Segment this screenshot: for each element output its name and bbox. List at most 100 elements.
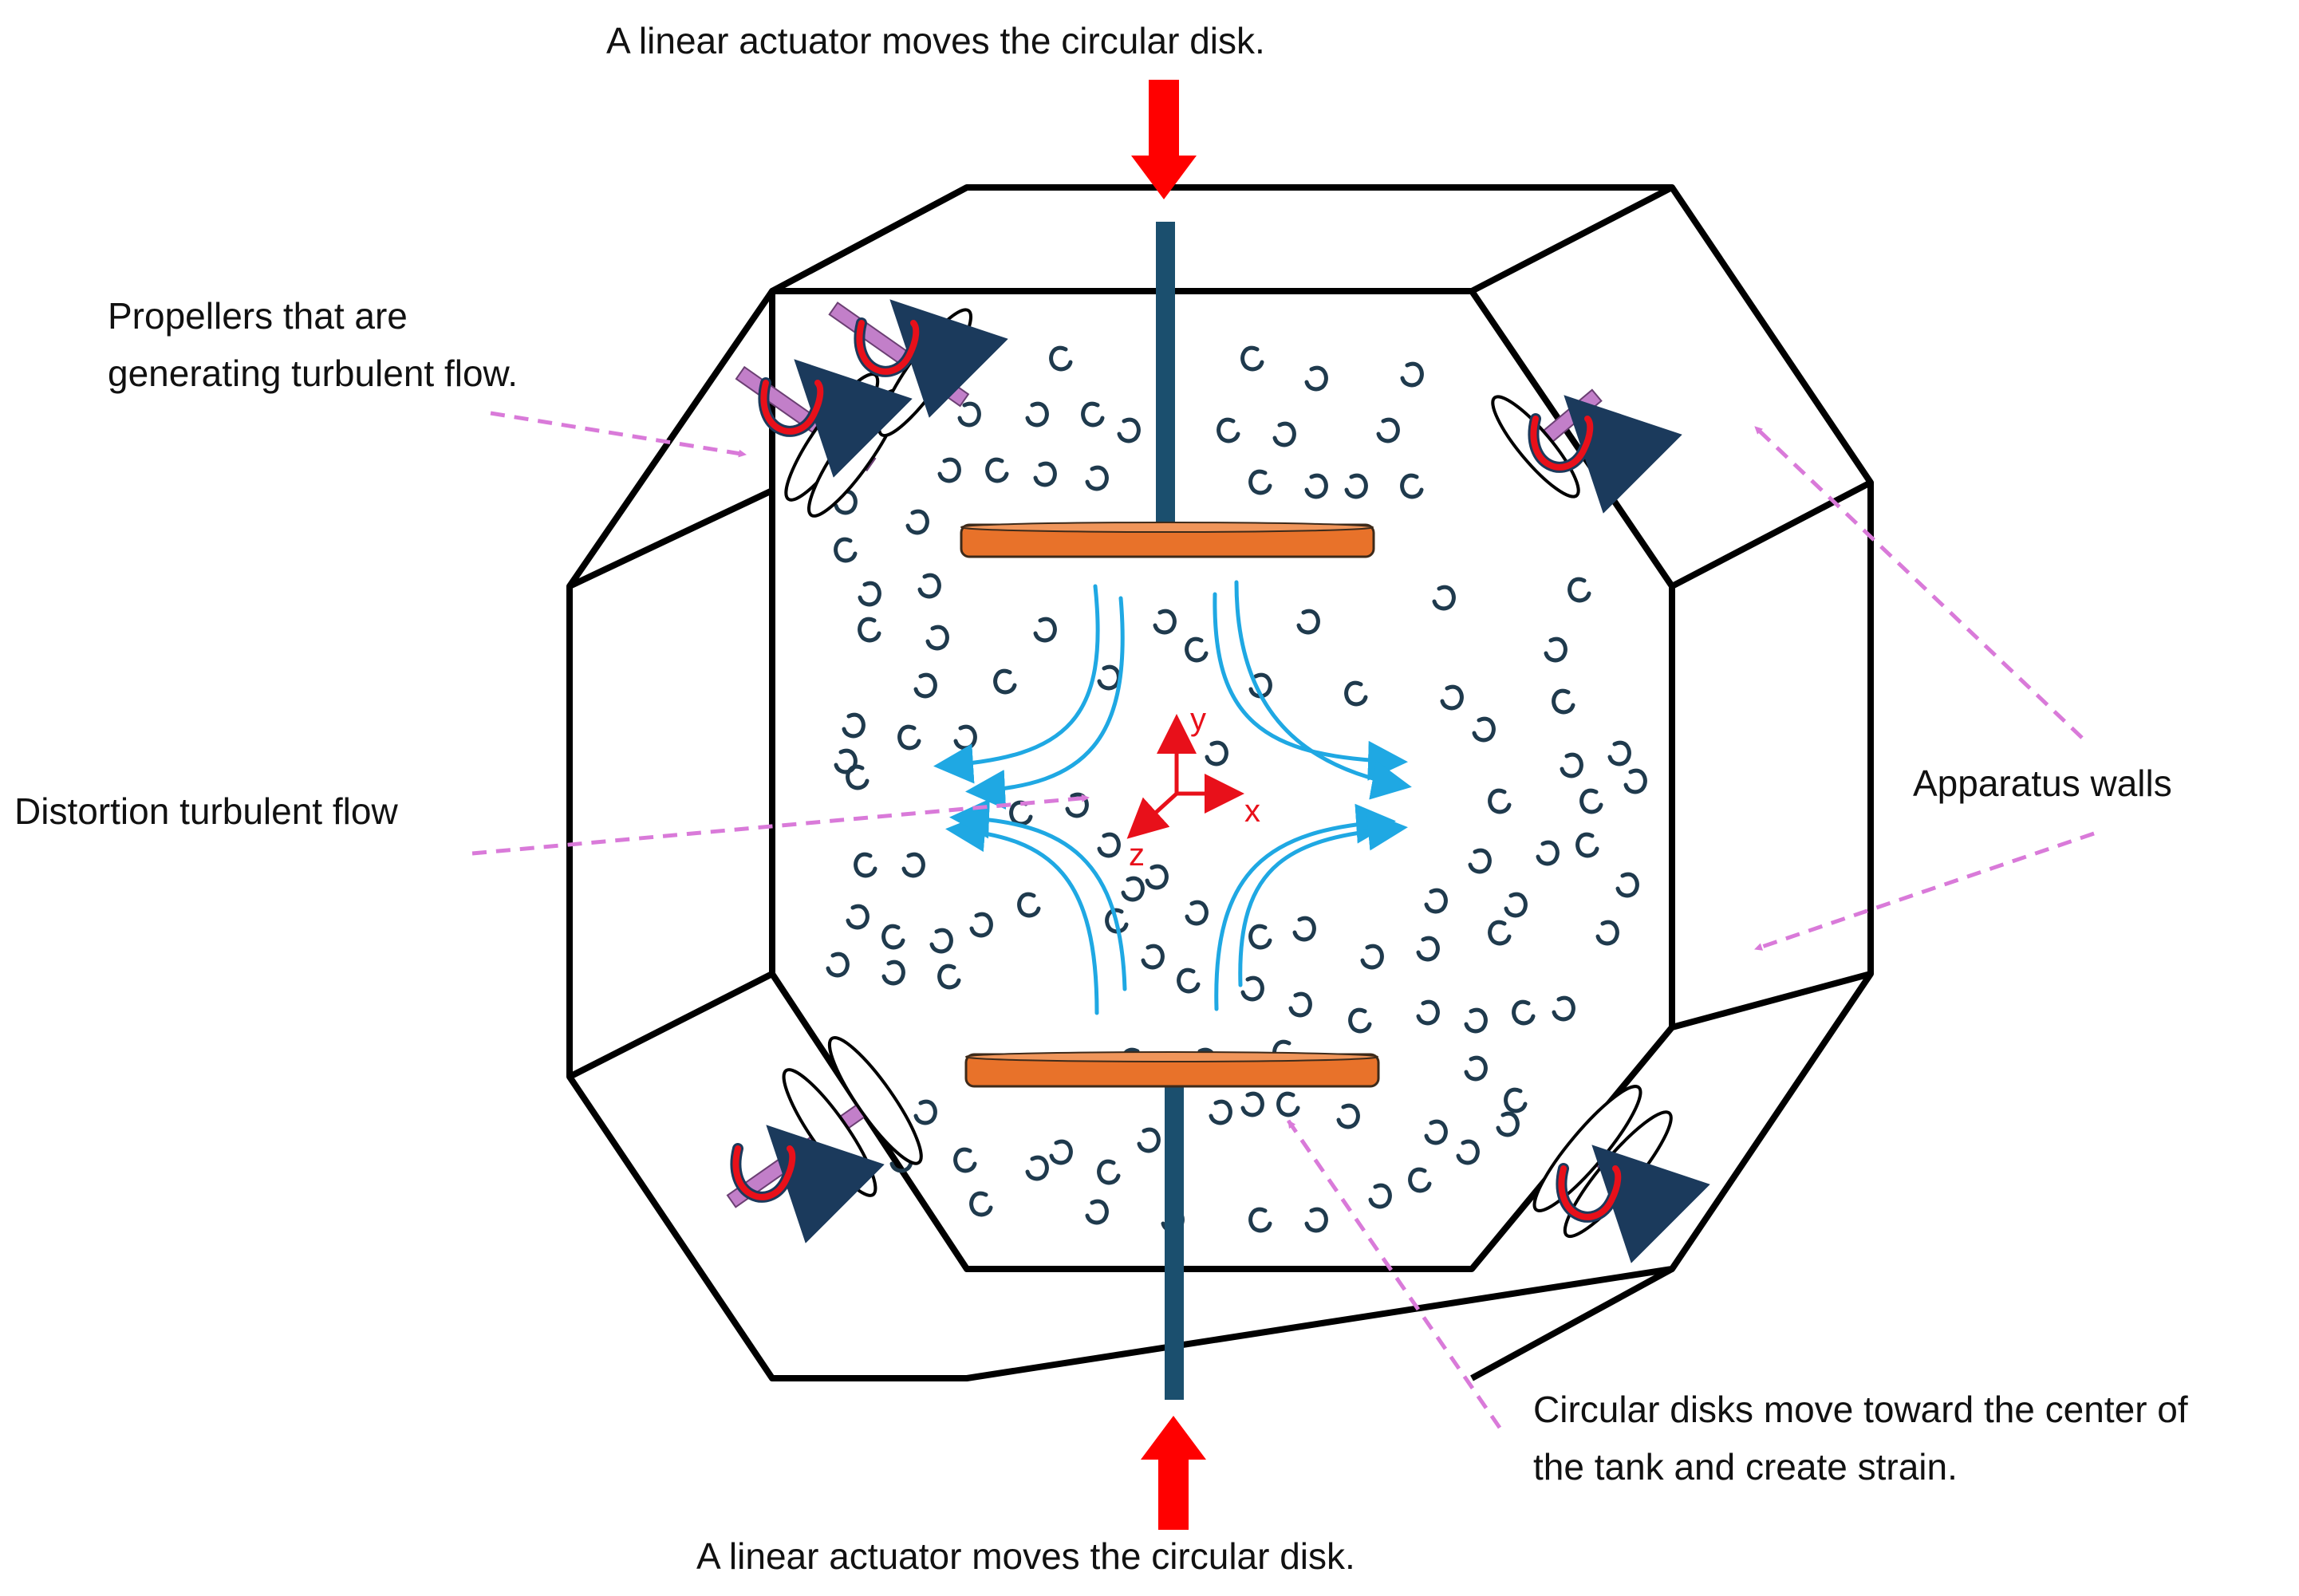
eddy-icon bbox=[1440, 684, 1464, 711]
streamline-lr-outer bbox=[1214, 803, 1396, 1011]
bottom-circular-disk bbox=[964, 1051, 1380, 1088]
z-axis-arrow bbox=[1126, 792, 1178, 839]
disks-pointer-arrow bbox=[1286, 1119, 1502, 1429]
eddy-icon bbox=[937, 457, 961, 483]
eddy-icon bbox=[1504, 892, 1528, 918]
propeller-top-right bbox=[1491, 388, 1603, 499]
eddy-icon bbox=[957, 401, 981, 428]
streamline-ur-inner bbox=[1234, 580, 1412, 800]
streamline-ul-inner bbox=[965, 596, 1125, 810]
eddy-icon bbox=[937, 964, 961, 990]
eddy-icon bbox=[1025, 401, 1049, 428]
eddy-icon bbox=[1205, 740, 1228, 766]
streamline-ul-outer bbox=[933, 584, 1100, 784]
eddy-icon bbox=[1424, 1119, 1448, 1145]
eddy-icon bbox=[881, 924, 905, 950]
top-actuator-label: A linear actuator moves the circular dis… bbox=[606, 20, 1265, 61]
eddy-icon bbox=[1400, 473, 1424, 499]
eddy-icon bbox=[1464, 1007, 1488, 1034]
eddy-icon bbox=[1248, 924, 1272, 950]
rotation-arrow-icon bbox=[1528, 395, 1682, 514]
eddy-icon bbox=[1344, 680, 1368, 707]
eddy-icon bbox=[1488, 788, 1512, 814]
eddy-icon bbox=[1360, 944, 1384, 970]
eddy-icon bbox=[969, 1191, 993, 1217]
eddy-icon bbox=[1468, 848, 1492, 874]
eddy-icon bbox=[1177, 967, 1201, 994]
eddy-icon bbox=[846, 904, 870, 930]
eddy-icon bbox=[1153, 609, 1177, 635]
eddy-icon bbox=[905, 509, 929, 535]
wall-edge-top-right bbox=[1470, 184, 1674, 294]
wall-edge-bottom-right bbox=[1470, 1266, 1674, 1381]
y-axis-label: y bbox=[1190, 702, 1206, 737]
eddy-icon bbox=[1141, 944, 1165, 970]
eddy-icon bbox=[901, 852, 925, 878]
streamline-ll-outer bbox=[945, 812, 1099, 1015]
eddy-icon bbox=[917, 573, 941, 599]
eddy-icon bbox=[1049, 1139, 1073, 1165]
eddy-icon bbox=[1568, 577, 1591, 603]
eddy-icon bbox=[858, 617, 881, 643]
propellers-label-line2: generating turbulent flow. bbox=[108, 353, 518, 394]
coordinate-axes bbox=[1126, 714, 1244, 839]
pointer-arrows bbox=[471, 411, 2095, 1429]
inner-chamber-outline bbox=[769, 288, 1675, 1272]
eddy-icon bbox=[1276, 1091, 1300, 1117]
eddy-icon bbox=[1376, 417, 1400, 443]
eddy-icon bbox=[1336, 1103, 1360, 1129]
rotation-arrows bbox=[730, 299, 1710, 1263]
outer-wall-outline bbox=[566, 184, 1874, 1381]
eddy-icon bbox=[1288, 991, 1312, 1018]
eddy-icon bbox=[854, 852, 877, 878]
turbulent-eddies bbox=[826, 345, 1647, 1233]
eddy-icon bbox=[881, 960, 905, 986]
eddy-icon bbox=[1456, 1139, 1480, 1165]
walls-pointer-arrow-lower bbox=[1754, 831, 2095, 952]
eddy-icon bbox=[1536, 840, 1560, 866]
eddy-icon bbox=[1033, 461, 1057, 487]
eddy-icon bbox=[1304, 365, 1328, 392]
distortion-pointer-arrow bbox=[471, 794, 1090, 856]
top-actuator-arrow bbox=[1131, 80, 1197, 199]
eddy-icon bbox=[1560, 752, 1583, 778]
eddy-icon bbox=[1248, 1207, 1272, 1233]
eddy-icon bbox=[993, 668, 1017, 695]
eddy-icon bbox=[1009, 800, 1033, 826]
eddy-icon bbox=[1552, 995, 1575, 1022]
eddy-icon bbox=[1432, 585, 1456, 611]
rotation-arrow-icon bbox=[730, 1125, 885, 1243]
eddy-icon bbox=[1496, 1111, 1520, 1137]
eddy-icon bbox=[1240, 1091, 1264, 1117]
eddy-icon bbox=[1240, 345, 1264, 372]
streamline-ll-inner bbox=[949, 798, 1127, 991]
wall-edge-top-left bbox=[771, 184, 968, 294]
disks-label-line2: the tank and create strain. bbox=[1533, 1446, 1958, 1488]
eddy-icon bbox=[1552, 688, 1575, 715]
eddy-icon bbox=[1575, 832, 1599, 858]
bottom-actuator-label: A linear actuator moves the circular dis… bbox=[696, 1535, 1355, 1577]
eddy-icon bbox=[826, 952, 850, 978]
eddy-icon bbox=[1081, 401, 1105, 428]
streamline-ur-outer bbox=[1213, 592, 1408, 781]
eddy-icon bbox=[1344, 473, 1368, 499]
eddy-icon bbox=[1400, 361, 1424, 388]
apparatus-walls bbox=[566, 184, 1874, 1381]
propeller-bottom-left bbox=[726, 1036, 923, 1208]
eddy-icon bbox=[1623, 768, 1647, 794]
eddy-icon bbox=[913, 1099, 937, 1125]
eddy-icon bbox=[1033, 617, 1057, 643]
eddy-icon bbox=[925, 625, 949, 651]
z-axis-label: z bbox=[1129, 837, 1145, 873]
eddy-icon bbox=[1464, 1055, 1488, 1082]
eddy-icon bbox=[1025, 1155, 1049, 1181]
eddy-icon bbox=[969, 912, 993, 938]
eddy-icon bbox=[1579, 788, 1603, 814]
eddy-icon bbox=[1348, 1007, 1372, 1034]
streamline-lr-inner bbox=[1238, 810, 1408, 987]
eddy-icon bbox=[1085, 1199, 1109, 1225]
eddy-icon bbox=[1272, 421, 1296, 447]
eddy-icon bbox=[1544, 636, 1568, 663]
disks-label-line1: Circular disks move toward the center of bbox=[1533, 1389, 2188, 1430]
